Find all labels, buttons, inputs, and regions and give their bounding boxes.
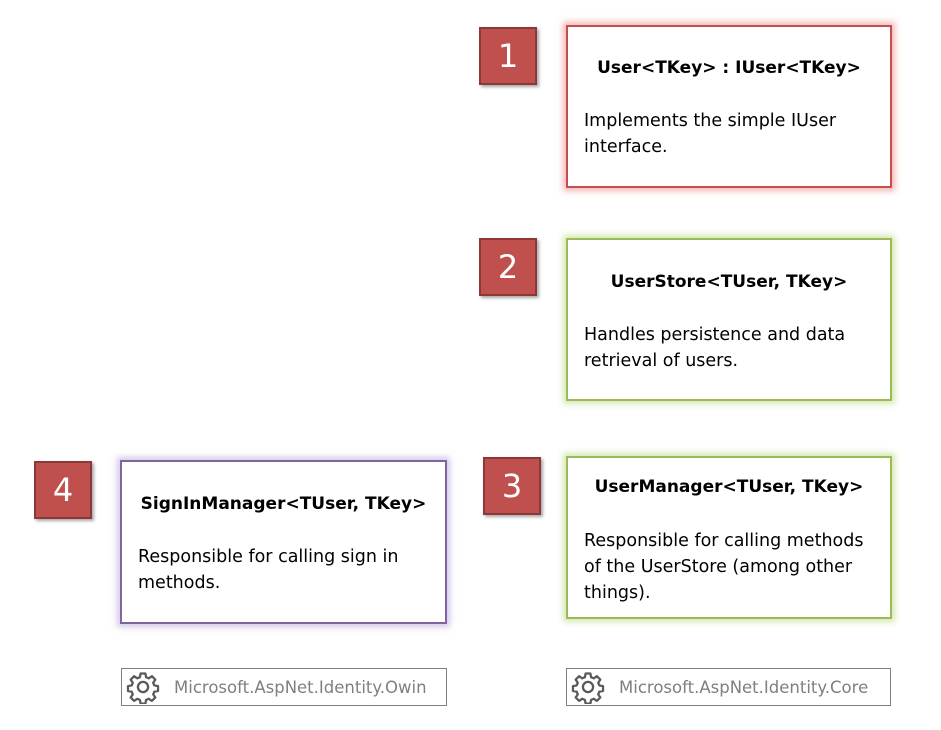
user-manager-card: UserManager<TUser, TKey> Responsible for…	[566, 456, 892, 619]
user-card-description: Implements the simple IUser interface.	[584, 108, 878, 160]
step-badge-2: 2	[479, 238, 537, 296]
sign-in-manager-card-description-line: methods.	[138, 573, 221, 593]
step-badge-3: 3	[483, 457, 541, 515]
sign-in-manager-card-title: SignInManager<TUser, TKey>	[140, 494, 427, 514]
gear-icon	[126, 672, 160, 704]
user-store-card-description-line: Handles persistence and data	[584, 325, 846, 345]
user-store-card: UserStore<TUser, TKey> Handles persisten…	[566, 238, 892, 401]
assembly-owin: Microsoft.AspNet.Identity.Owin	[121, 668, 447, 706]
user-store-card-description-line: retrieval of users.	[584, 351, 739, 371]
gear-icon	[571, 672, 605, 704]
sign-in-manager-card: SignInManager<TUser, TKey> Responsible f…	[120, 460, 447, 624]
user-card-title: User<TKey> : IUser<TKey>	[597, 58, 861, 78]
user-card-description-line: interface.	[584, 137, 668, 157]
user-store-card-description: Handles persistence and data retrieval o…	[584, 322, 878, 374]
step-badge-4: 4	[34, 461, 92, 519]
user-manager-card-description-line: Responsible for calling methods	[584, 531, 864, 551]
user-manager-card-description-line: of the UserStore (among other	[584, 557, 853, 577]
assembly-core: Microsoft.AspNet.Identity.Core	[566, 668, 891, 706]
assembly-core-label: Microsoft.AspNet.Identity.Core	[619, 677, 869, 697]
user-manager-card-description: Responsible for calling methods of the U…	[584, 528, 878, 606]
step-badge-1: 1	[479, 27, 537, 85]
user-card: User<TKey> : IUser<TKey> Implements the …	[566, 25, 892, 188]
user-card-description-line: Implements the simple IUser	[584, 111, 837, 131]
assembly-owin-label: Microsoft.AspNet.Identity.Owin	[174, 677, 427, 697]
sign-in-manager-card-description-line: Responsible for calling sign in	[138, 547, 399, 567]
user-manager-card-title: UserManager<TUser, TKey>	[594, 477, 864, 497]
user-store-card-title: UserStore<TUser, TKey>	[610, 272, 848, 292]
user-manager-card-description-line: things).	[584, 583, 651, 603]
sign-in-manager-card-description: Responsible for calling sign in methods.	[138, 544, 433, 596]
